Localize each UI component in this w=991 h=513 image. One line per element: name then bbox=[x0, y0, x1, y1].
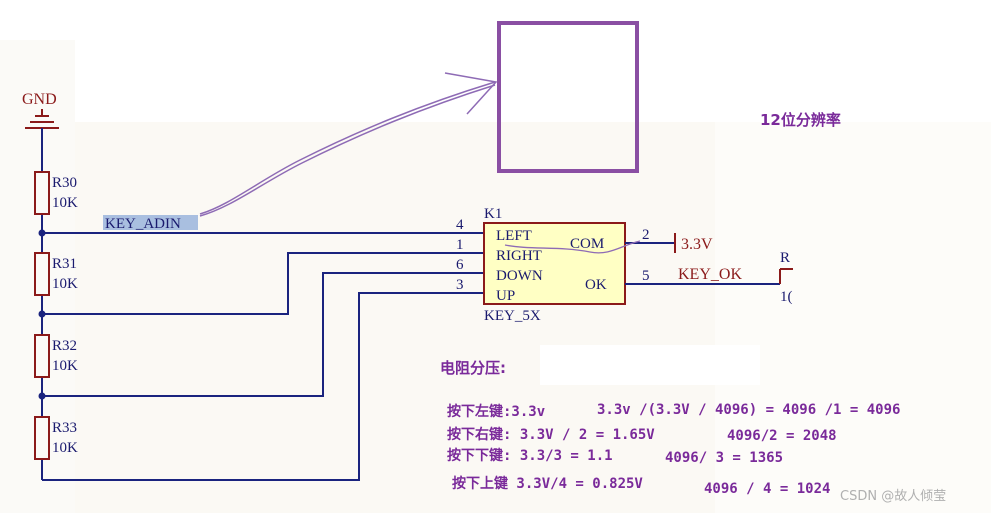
pin-number-left: 4 bbox=[456, 217, 464, 233]
resistor-ref-r32: R32 bbox=[52, 338, 77, 354]
divider-title: 电阻分压: bbox=[440, 359, 506, 377]
gnd-label: GND bbox=[22, 91, 57, 108]
divider-line-right-label: 按下右键: 3.3V / 2 = 1.65V bbox=[447, 426, 655, 443]
resistor-r33 bbox=[34, 416, 50, 460]
divider-line-up-label: 按下上键 3.3V/4 = 0.825V bbox=[452, 475, 643, 492]
pen-arrow-annotation bbox=[199, 72, 498, 217]
resistor-value-r32: 10K bbox=[52, 358, 78, 374]
partial-resistor-right bbox=[779, 268, 793, 284]
resolution-note: 12位分辨率 bbox=[760, 111, 841, 129]
pin-name-down: DOWN bbox=[496, 268, 543, 284]
resistor-r30 bbox=[34, 171, 50, 215]
pin-number-right: 1 bbox=[456, 237, 464, 253]
net-label-highlight bbox=[103, 215, 198, 230]
switch-part-name: KEY_5X bbox=[484, 308, 541, 324]
pin-number-com: 2 bbox=[642, 227, 650, 243]
divider-line-down-formula: 4096/ 3 = 1365 bbox=[665, 450, 783, 466]
net-wires bbox=[42, 232, 484, 481]
divider-line-left-label: 按下左键:3.3v bbox=[447, 403, 545, 420]
pin-number-ok: 5 bbox=[642, 268, 650, 284]
pin-name-up: UP bbox=[496, 288, 515, 304]
switch-ref: K1 bbox=[484, 206, 502, 222]
power-label-3v3: 3.3V bbox=[681, 236, 713, 253]
divider-line-left-formula: 3.3v /(3.3V / 4096) = 4096 /1 = 4096 bbox=[597, 402, 900, 418]
background-panel-right bbox=[715, 122, 991, 513]
resistor-value-r33: 10K bbox=[52, 440, 78, 456]
watermark: CSDN @故人倾莹 bbox=[840, 489, 946, 504]
pin-name-right: RIGHT bbox=[496, 248, 542, 264]
resistor-ref-r31: R31 bbox=[52, 256, 77, 272]
pin-name-left: LEFT bbox=[496, 228, 532, 244]
resistor-r32 bbox=[34, 334, 50, 378]
resistor-value-r30: 10K bbox=[52, 195, 78, 211]
adc-result-box bbox=[497, 21, 639, 173]
background-panel-left bbox=[0, 40, 75, 513]
pin-name-com: COM bbox=[570, 236, 604, 252]
divider-line-up-formula: 4096 / 4 = 1024 bbox=[704, 481, 830, 497]
background-panel-main bbox=[75, 122, 790, 513]
resistor-value-r31: 10K bbox=[52, 276, 78, 292]
background-panel-blank bbox=[540, 345, 760, 385]
pen-squiggle bbox=[504, 240, 641, 254]
divider-line-down-label: 按下下键: 3.3/3 = 1.1 bbox=[447, 447, 613, 464]
pin-number-up: 3 bbox=[456, 277, 464, 293]
pin-name-ok: OK bbox=[585, 277, 607, 293]
resistor-ref-r33: R33 bbox=[52, 420, 77, 436]
switch-k1-body bbox=[483, 222, 626, 305]
resistor-r31 bbox=[34, 252, 50, 296]
partial-resistor-ref: R bbox=[780, 250, 790, 266]
divider-line-right-formula: 4096/2 = 2048 bbox=[727, 428, 837, 444]
pin-number-down: 6 bbox=[456, 257, 464, 273]
net-label-key-adin: KEY_ADIN bbox=[105, 216, 181, 232]
net-label-key-ok: KEY_OK bbox=[678, 266, 742, 283]
partial-resistor-value: 1( bbox=[780, 289, 793, 305]
resistor-ref-r30: R30 bbox=[52, 175, 77, 191]
